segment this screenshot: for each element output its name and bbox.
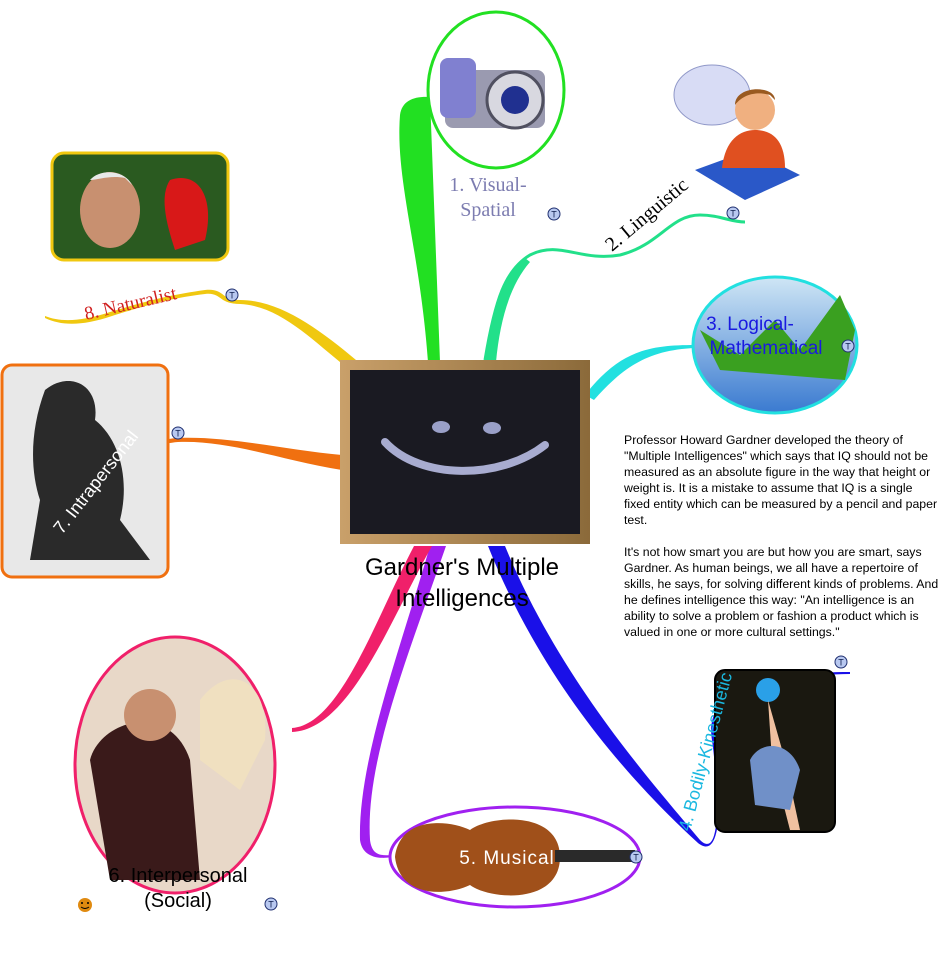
central-title-line2: Intelligences [395, 585, 528, 612]
label-musical[interactable]: 5. Musical [459, 848, 555, 869]
branch-visual [399, 96, 440, 362]
description-paragraph-1: Professor Howard Gardner developed the t… [624, 433, 938, 527]
branch-interpersonal [292, 546, 432, 732]
label-interpersonal-line1[interactable]: 6. Interpersonal [109, 865, 248, 887]
label-visual-line2[interactable]: Spatial [460, 199, 516, 221]
gymnast-image[interactable] [714, 669, 836, 833]
thinker-statue-image[interactable] [0, 363, 170, 579]
label-interpersonal-line2[interactable]: (Social) [144, 890, 212, 912]
violin-image[interactable] [388, 805, 642, 909]
description-note: Professor Howard Gardner developed the t… [624, 432, 940, 656]
branch-musical [359, 546, 446, 858]
note-icon[interactable] [834, 655, 848, 669]
branch-naturalist [45, 289, 356, 366]
label-logical-line2[interactable]: Mathematical [710, 338, 823, 359]
central-title-line1: Gardner's Multiple [365, 554, 559, 581]
central-chalkboard-image[interactable] [340, 360, 590, 544]
chart-image[interactable] [691, 275, 859, 415]
description-paragraph-2: It's not how smart you are but how you a… [624, 545, 939, 639]
note-icon[interactable] [225, 288, 239, 302]
branch-linguistic-base [484, 258, 530, 362]
note-icon[interactable] [547, 207, 561, 221]
colleagues-image[interactable] [73, 635, 277, 895]
smiley-icon[interactable] [78, 898, 92, 912]
camera-image[interactable] [426, 10, 566, 170]
note-icon[interactable] [841, 339, 855, 353]
label-naturalist[interactable]: 8. Naturalist [82, 283, 179, 325]
label-visual-line1[interactable]: 1. Visual- [449, 174, 526, 196]
note-icon[interactable] [171, 426, 185, 440]
label-logical-line1[interactable]: 3. Logical- [706, 314, 794, 335]
reader-image[interactable] [673, 64, 800, 200]
branch-logical [585, 345, 695, 400]
naturalist-parrot-image[interactable] [50, 151, 230, 262]
note-icon[interactable] [629, 850, 643, 864]
note-icon[interactable] [264, 897, 278, 911]
note-icon[interactable] [726, 206, 740, 220]
